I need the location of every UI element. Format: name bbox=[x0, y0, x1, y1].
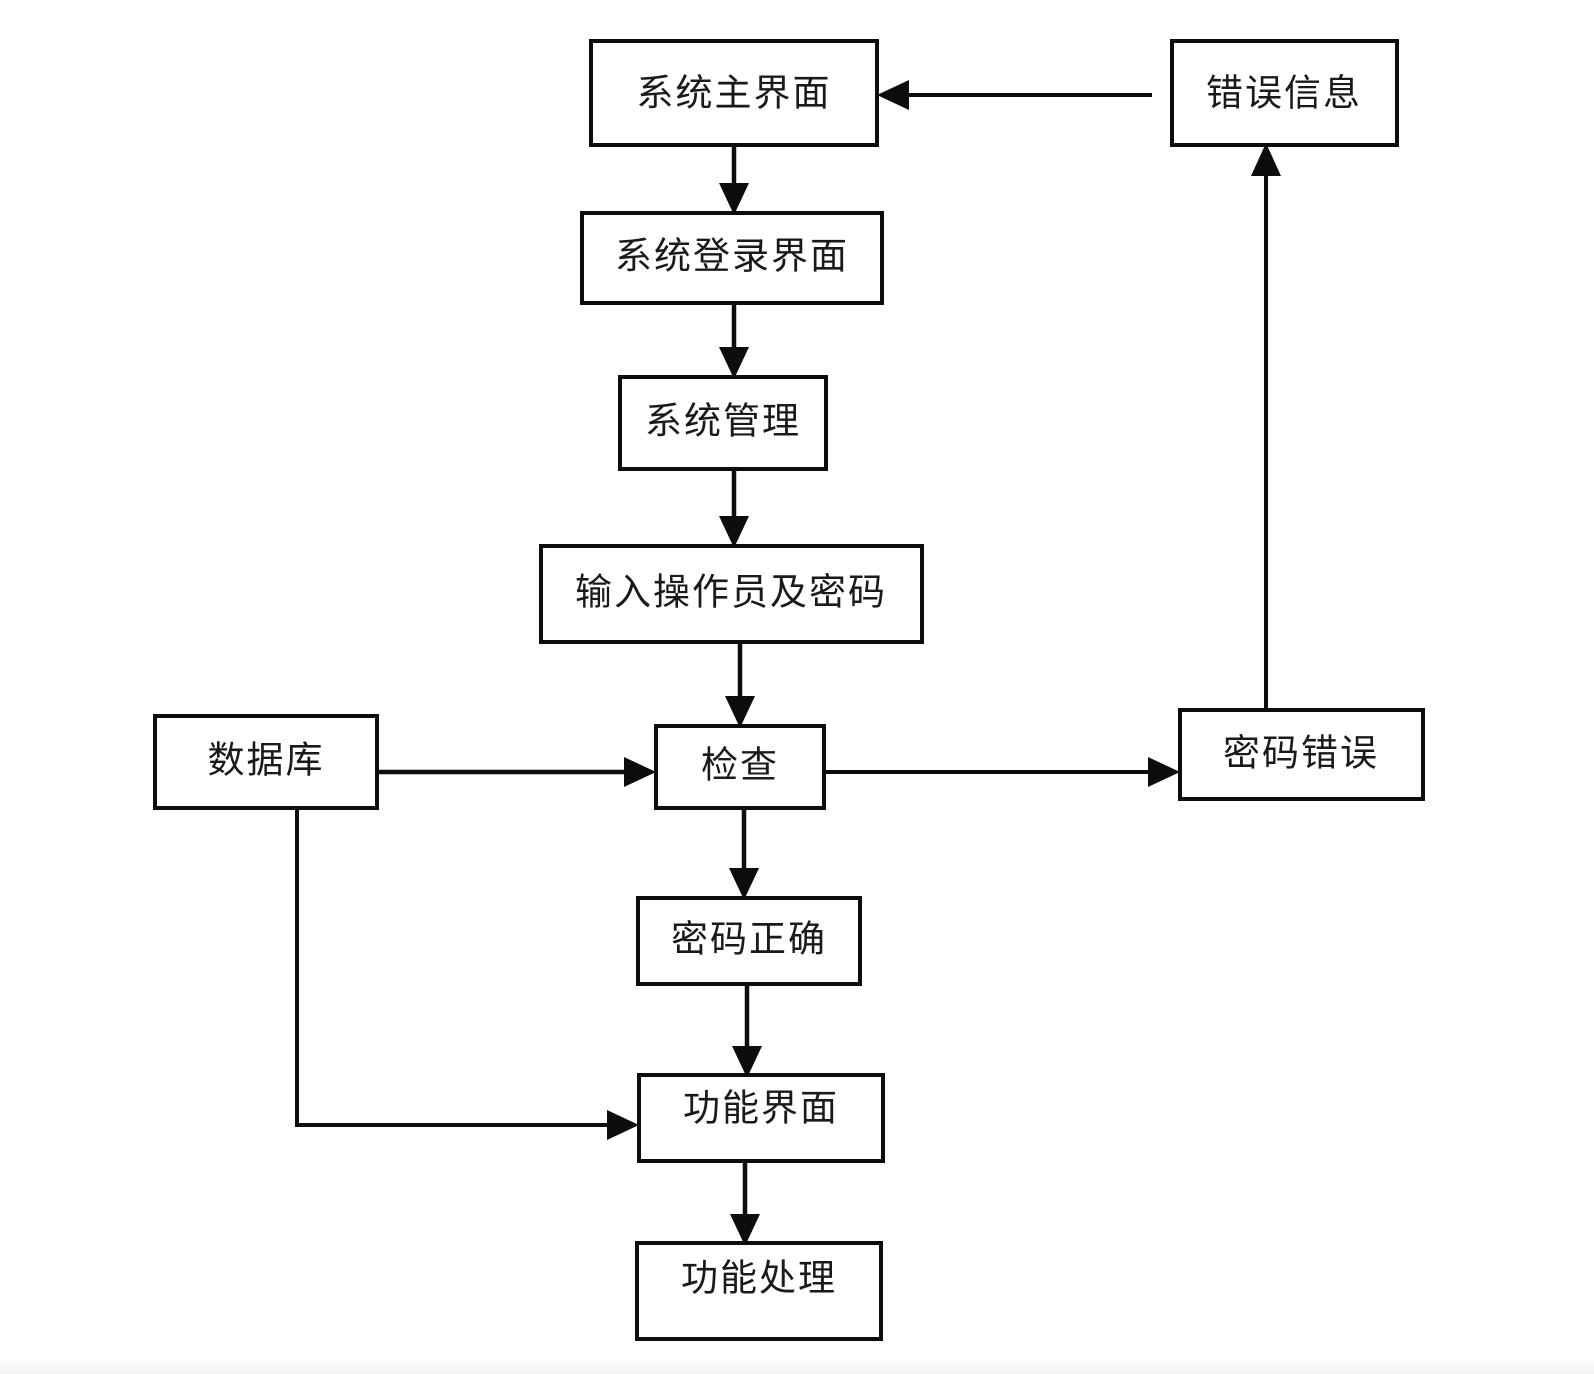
node-label-function-ui: 功能界面 bbox=[683, 1087, 839, 1130]
node-check[interactable]: 检查 bbox=[654, 724, 826, 810]
node-label-system-management: 系统管理 bbox=[645, 400, 801, 443]
edge-sys-manage-to-input-cred bbox=[719, 469, 749, 548]
node-system-login-ui[interactable]: 系统登录界面 bbox=[580, 211, 884, 305]
node-label-error-info: 错误信息 bbox=[1206, 72, 1362, 115]
edge-error-info-to-main-ui bbox=[877, 80, 1152, 110]
edge-database-to-check bbox=[377, 757, 656, 787]
node-label-system-main-ui: 系统主界面 bbox=[637, 72, 832, 115]
edge-pwd-correct-to-func-ui bbox=[732, 984, 762, 1078]
node-layer: 系统主界面 错误信息 系统登录界面 系统管理 输入操作员及密码 检查 bbox=[153, 39, 1425, 1341]
node-label-password-correct: 密码正确 bbox=[671, 918, 827, 961]
node-label-password-error: 密码错误 bbox=[1223, 732, 1379, 775]
node-database[interactable]: 数据库 bbox=[153, 714, 379, 810]
node-system-main-ui[interactable]: 系统主界面 bbox=[589, 39, 879, 147]
node-label-function-process: 功能处理 bbox=[681, 1257, 837, 1300]
edge-database-to-func-ui bbox=[295, 808, 639, 1140]
node-password-correct[interactable]: 密码正确 bbox=[636, 896, 862, 986]
node-label-input-credentials: 输入操作员及密码 bbox=[575, 571, 887, 614]
node-label-check: 检查 bbox=[701, 744, 779, 787]
node-function-ui[interactable]: 功能界面 bbox=[637, 1073, 885, 1163]
node-input-credentials[interactable]: 输入操作员及密码 bbox=[539, 544, 924, 644]
edge-login-ui-to-sys-manage bbox=[719, 303, 749, 379]
edge-check-to-pwd-correct bbox=[729, 808, 759, 900]
node-system-management[interactable]: 系统管理 bbox=[618, 375, 828, 471]
node-label-database: 数据库 bbox=[208, 739, 325, 782]
edge-check-to-pwd-error bbox=[824, 757, 1180, 787]
node-password-error[interactable]: 密码错误 bbox=[1178, 708, 1425, 801]
node-error-info[interactable]: 错误信息 bbox=[1170, 39, 1399, 147]
edge-main-ui-to-login-ui bbox=[719, 145, 749, 215]
edge-pwd-error-to-error-info bbox=[1251, 143, 1281, 710]
node-function-process[interactable]: 功能处理 bbox=[635, 1241, 883, 1341]
edge-func-ui-to-func-process bbox=[730, 1161, 760, 1246]
edge-input-cred-to-check bbox=[725, 642, 755, 728]
node-label-system-login-ui: 系统登录界面 bbox=[615, 235, 849, 278]
edge-layer bbox=[295, 80, 1281, 1246]
